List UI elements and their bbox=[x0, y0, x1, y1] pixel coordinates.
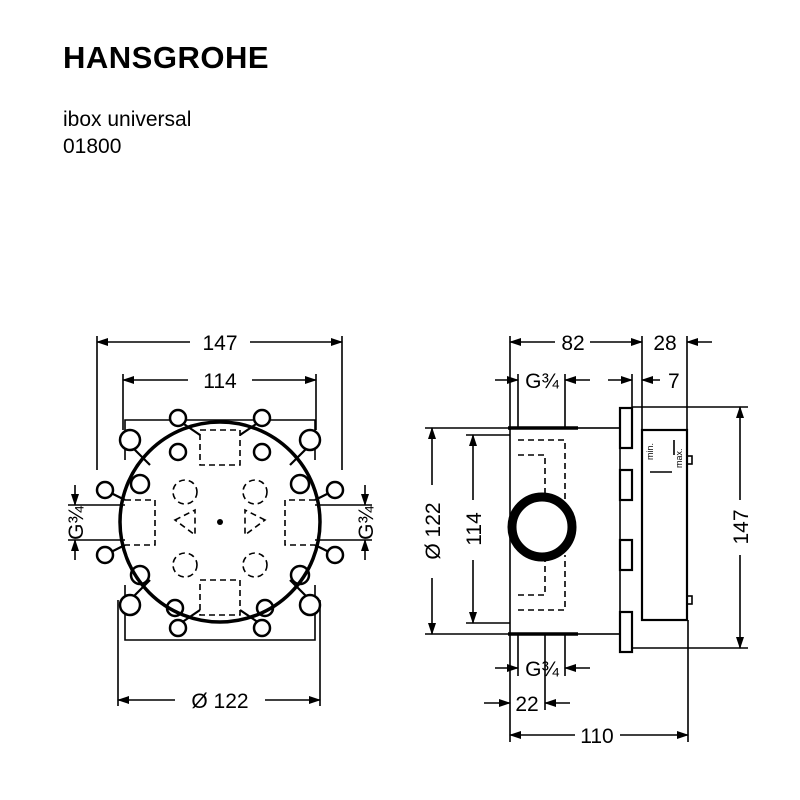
front-view: 147 114 G¾ G¾ Ø 122 bbox=[65, 332, 378, 713]
side-dim-7: 7 bbox=[668, 370, 680, 393]
front-dim-left-g34: G¾ bbox=[65, 506, 88, 540]
brand-title: HANSGROHE bbox=[63, 40, 270, 75]
side-dim-22: 22 bbox=[515, 693, 538, 716]
side-view-body: min. max. bbox=[507, 406, 693, 654]
front-dim-right-g34: G¾ bbox=[355, 506, 378, 540]
product-info: ibox universal 01800 bbox=[63, 106, 191, 160]
product-number: 01800 bbox=[63, 135, 122, 158]
side-dim-28: 28 bbox=[653, 332, 676, 355]
side-view: min. max. 82 28 G¾ 7 Ø 122 114 147 bbox=[422, 332, 753, 748]
side-dim-147: 147 bbox=[730, 509, 753, 544]
product-name: ibox universal bbox=[63, 108, 192, 131]
label-max: max. bbox=[674, 448, 684, 468]
front-dim-114: 114 bbox=[203, 370, 237, 393]
front-dim-147: 147 bbox=[202, 332, 237, 355]
side-dim-82: 82 bbox=[561, 332, 584, 355]
label-min: min. bbox=[645, 443, 655, 460]
front-view-body bbox=[95, 408, 345, 641]
side-dim-110: 110 bbox=[580, 725, 613, 748]
side-dim-114: 114 bbox=[463, 512, 486, 546]
front-dim-diameter: Ø 122 bbox=[191, 690, 248, 713]
side-dim-top-g34: G¾ bbox=[525, 370, 559, 393]
side-dim-diameter: Ø 122 bbox=[422, 502, 445, 559]
side-dim-bottom-g34: G¾ bbox=[525, 658, 559, 681]
